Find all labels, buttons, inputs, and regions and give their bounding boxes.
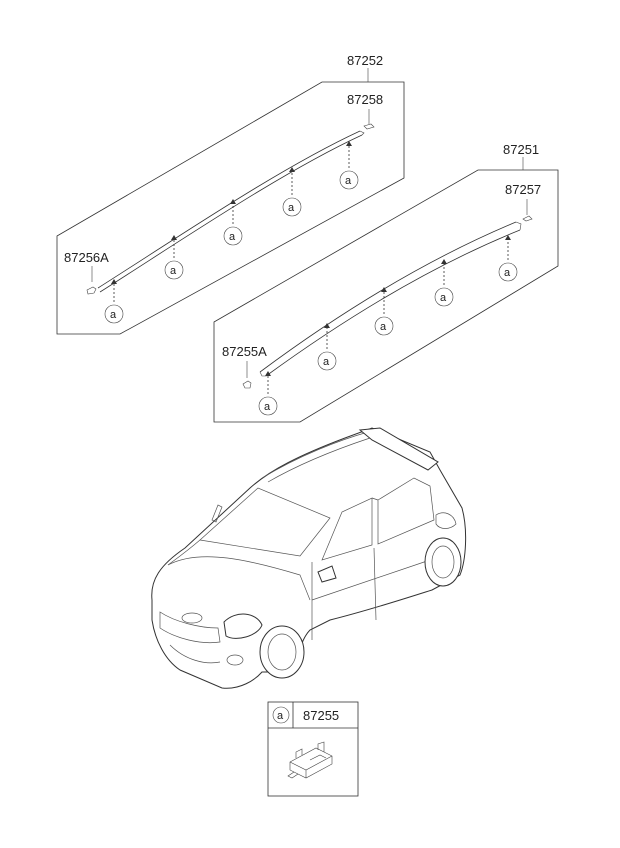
clip-87255A xyxy=(242,380,252,389)
panel-87252: 87252 87258 87256A a a a a a xyxy=(56,53,405,335)
clip-87256A xyxy=(86,286,97,295)
clip-87257 xyxy=(522,215,533,222)
callouts-87251: a a a a a xyxy=(258,235,518,416)
callouts-87252: a a a a a xyxy=(104,141,359,324)
callout-a: a xyxy=(345,175,352,187)
callout-a: a xyxy=(110,309,117,321)
roof-moulding-87251 xyxy=(259,221,517,373)
callout-a: a xyxy=(323,356,330,368)
callout-a: a xyxy=(440,292,447,304)
label-87252: 87252 xyxy=(347,53,383,68)
label-87257: 87257 xyxy=(505,182,541,197)
label-87255A: 87255A xyxy=(222,344,267,359)
panel-87251: 87251 87257 87255A a a a a a xyxy=(213,142,559,423)
callout-a: a xyxy=(229,231,236,243)
clip-87255-drawing xyxy=(287,741,333,779)
callout-a: a xyxy=(504,267,511,279)
callout-a: a xyxy=(170,265,177,277)
legend-callout-a: a xyxy=(277,710,284,722)
clip-87258 xyxy=(363,123,375,130)
label-87255: 87255 xyxy=(303,708,339,723)
callout-a: a xyxy=(380,321,387,333)
callout-a: a xyxy=(264,401,271,413)
roof-moulding-87252 xyxy=(97,130,361,289)
legend-87255: a 87255 xyxy=(267,701,359,797)
callout-a: a xyxy=(288,202,295,214)
car-illustration xyxy=(151,427,467,689)
label-87251: 87251 xyxy=(503,142,539,157)
label-87258: 87258 xyxy=(347,92,383,107)
label-87256A: 87256A xyxy=(64,250,109,265)
